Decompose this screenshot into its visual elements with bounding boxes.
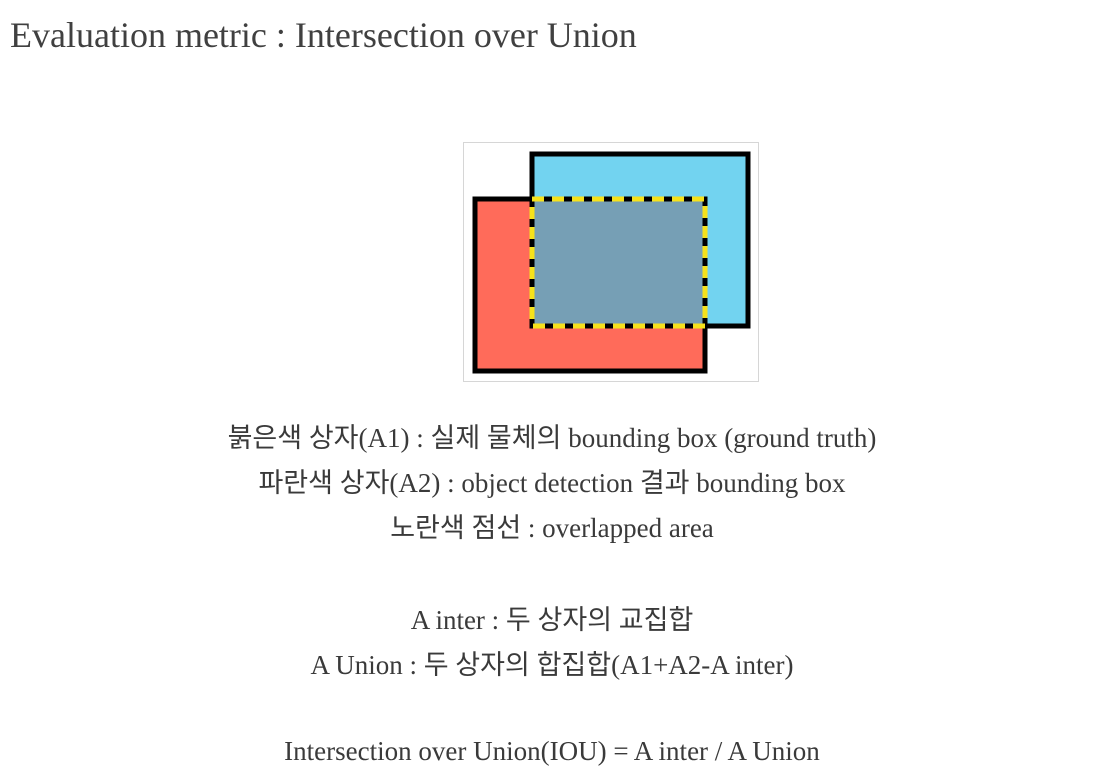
overlap-area [532, 199, 705, 326]
definition-intersection: A inter : 두 상자의 교집합 [410, 605, 694, 635]
legend-blue-box: 파란색 상자(A2) : object detection 결과 boundin… [258, 468, 846, 498]
legend-red-box: 붉은색 상자(A1) : 실제 물체의 bounding box (ground… [227, 423, 877, 453]
iou-diagram [463, 142, 759, 382]
iou-diagram-svg [472, 151, 751, 374]
overlap-dashed-outline [529, 196, 708, 329]
legend-yellow-dashes: 노란색 점선 : overlapped area [390, 513, 714, 543]
slide-title: Evaluation metric : Intersection over Un… [10, 15, 637, 55]
iou-formula: Intersection over Union(IOU) = A inter /… [284, 736, 820, 766]
definition-union: A Union : 두 상자의 합집합(A1+A2-A inter) [310, 650, 794, 680]
